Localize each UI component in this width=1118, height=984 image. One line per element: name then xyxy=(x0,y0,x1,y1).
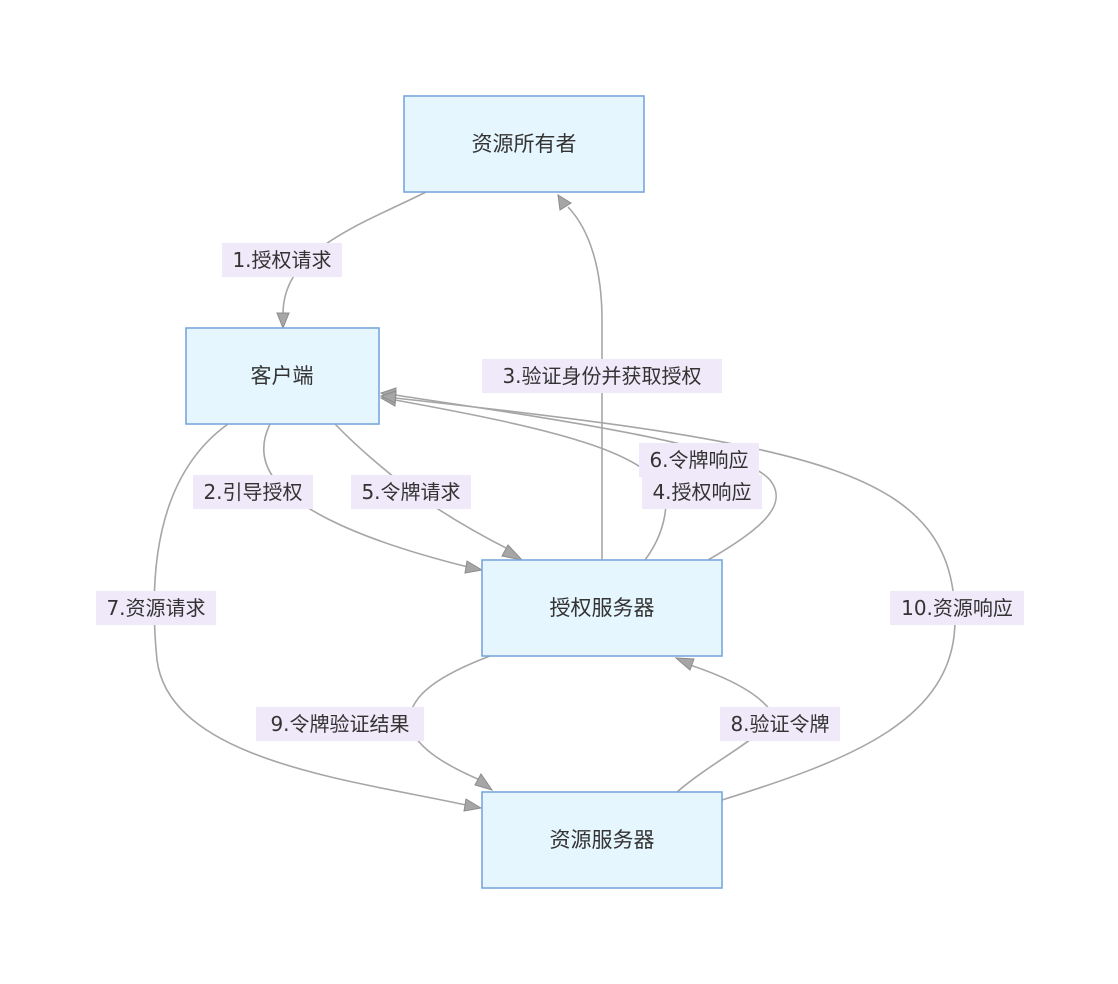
label-verify-token-text: 8.验证令牌 xyxy=(730,712,829,736)
label-token-request-text: 5.令牌请求 xyxy=(361,480,460,504)
label-resource-request-text: 7.资源请求 xyxy=(106,596,205,620)
node-authorization-server-label: 授权服务器 xyxy=(550,596,655,620)
label-verify-token: 8.验证令牌 xyxy=(720,707,840,741)
label-token-request: 5.令牌请求 xyxy=(351,475,471,509)
edges xyxy=(153,191,956,812)
arrowhead-verify-identity xyxy=(557,194,572,211)
node-authorization-server[interactable]: 授权服务器 xyxy=(481,559,723,657)
arrowhead-token-request xyxy=(501,544,524,561)
label-authorization-request-text: 1.授权请求 xyxy=(232,248,331,272)
arrowhead-resource-request xyxy=(463,798,483,812)
label-token-verification-result: 9.令牌验证结果 xyxy=(256,707,424,741)
node-resource-owner[interactable]: 资源所有者 xyxy=(403,95,645,193)
label-guide-authorization: 2.引导授权 xyxy=(193,475,313,509)
label-resource-response-text: 10.资源响应 xyxy=(901,596,1013,620)
label-authorization-response-text: 4.授权响应 xyxy=(652,480,751,504)
label-token-response-text: 6.令牌响应 xyxy=(649,448,748,472)
label-verify-identity-text: 3.验证身份并获取授权 xyxy=(502,364,701,388)
label-authorization-request: 1.授权请求 xyxy=(222,243,342,277)
node-resource-server-label: 资源服务器 xyxy=(550,828,655,852)
label-resource-request: 7.资源请求 xyxy=(96,591,216,625)
node-resource-owner-label: 资源所有者 xyxy=(472,132,577,156)
node-client[interactable]: 客户端 xyxy=(185,327,380,425)
edge-resource-request xyxy=(153,423,467,806)
edge-verify-identity xyxy=(567,206,603,560)
node-client-label: 客户端 xyxy=(251,364,314,388)
arrowhead-token-verification-result xyxy=(474,773,494,791)
arrowhead-guide-authorization xyxy=(464,560,484,574)
node-resource-server[interactable]: 资源服务器 xyxy=(481,791,723,889)
label-guide-authorization-text: 2.引导授权 xyxy=(203,480,302,504)
edge-resource-response xyxy=(394,397,956,801)
label-verify-identity: 3.验证身份并获取授权 xyxy=(482,359,722,393)
label-token-verification-result-text: 9.令牌验证结果 xyxy=(270,712,409,736)
edge-labels: 1.授权请求 3.验证身份并获取授权 6.令牌响应 2.引导授权 5.令牌请求 … xyxy=(96,243,1024,741)
arrowhead-authorization-request xyxy=(276,312,290,330)
label-authorization-response: 4.授权响应 xyxy=(642,475,762,509)
label-token-response: 6.令牌响应 xyxy=(639,443,759,477)
edge-guide-authorization xyxy=(263,423,469,568)
edge-authorization-request xyxy=(282,191,427,315)
label-resource-response: 10.资源响应 xyxy=(890,591,1024,625)
arrowhead-resource-response xyxy=(379,390,397,404)
arrowhead-verify-token xyxy=(674,657,695,671)
